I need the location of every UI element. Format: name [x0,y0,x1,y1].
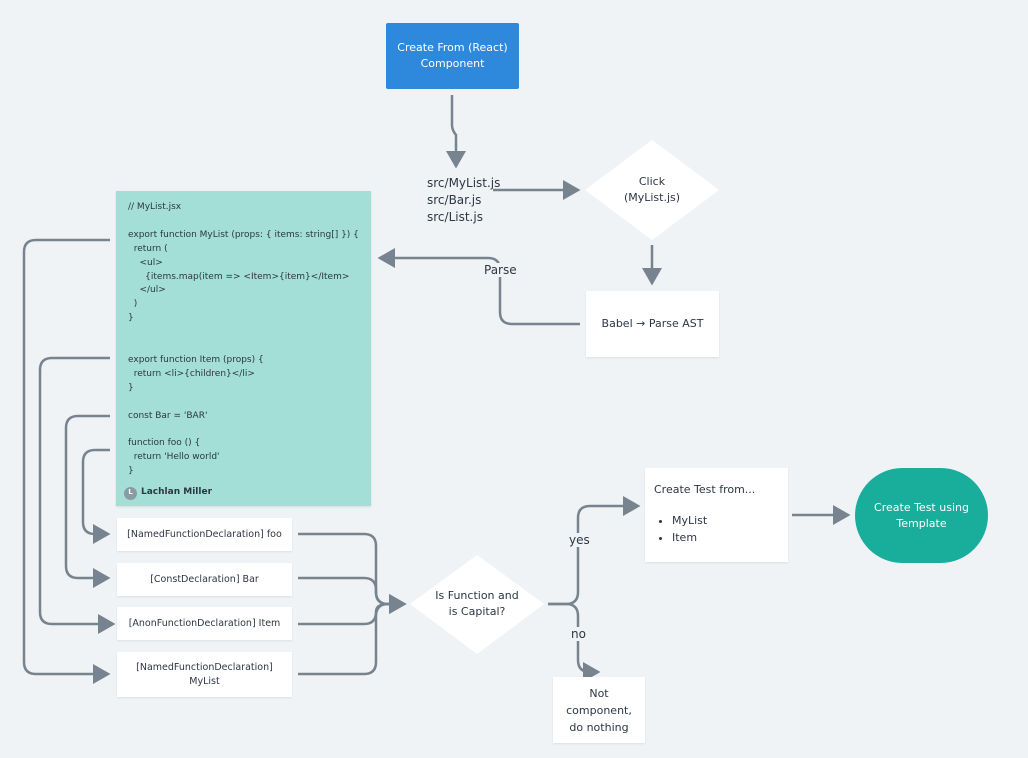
decl-foo-node[interactable]: [NamedFunctionDeclaration] foo [117,518,292,551]
decl-item-node[interactable]: [AnonFunctionDeclaration] Item [117,607,292,640]
parse-label: Parse [482,263,519,277]
author-name: Lachlan Miller [141,487,213,498]
create-test-title: Create Test from... [654,483,756,496]
click-node[interactable]: Click (MyList.js) [623,175,681,204]
create-test-node[interactable]: Create Test from... MyList Item [645,468,788,562]
code-text: // MyList.jsx export function MyList (pr… [128,202,359,477]
file-item: src/MyList.js [427,176,501,190]
avatar: L [124,486,137,500]
author: L Lachlan Miller [124,486,212,500]
decl-mylist-node[interactable]: [NamedFunctionDeclaration] MyList [117,652,292,697]
yes-label: yes [567,533,592,547]
decl-bar-node[interactable]: [ConstDeclaration] Bar [117,563,292,596]
file-item: src/Bar.js [427,193,482,207]
create-from-component-node[interactable]: Create From (React) Component [386,23,519,89]
click-diamond [585,140,719,240]
create-test-template-terminal[interactable]: Create Test using Template [855,468,988,563]
not-component-node[interactable]: Not component, do nothing [553,677,645,743]
decision-node[interactable]: Is Function and is Capital? [435,589,519,618]
file-item: src/List.js [427,210,483,224]
create-test-item: MyList [672,512,779,529]
code-note[interactable]: // MyList.jsx export function MyList (pr… [116,191,371,506]
no-label: no [569,627,588,641]
create-test-item: Item [672,529,779,546]
babel-node[interactable]: Babel → Parse AST [586,291,719,357]
files-list: src/MyList.js src/Bar.js src/List.js [427,175,500,226]
decision-diamond [410,555,544,654]
